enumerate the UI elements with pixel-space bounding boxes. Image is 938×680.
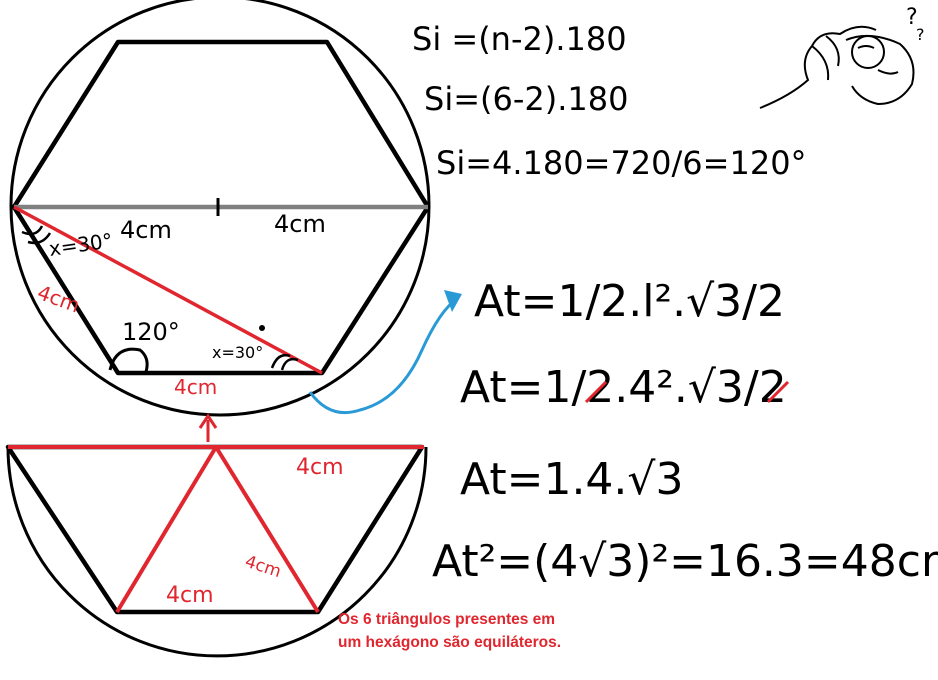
area-formula-2: At=1/2.4².√3/2 — [460, 362, 787, 413]
area-formula-3: At=1.4.√3 — [460, 454, 683, 505]
svg-text:?: ? — [916, 25, 925, 44]
hexagon-figure — [9, 0, 431, 417]
angle-arc-right-2 — [280, 357, 299, 371]
angle-arc-120 — [108, 347, 149, 373]
angle-arc-right — [270, 354, 291, 369]
area-formula-4: At²=(4√3)²=16.3=48cm² — [432, 536, 938, 587]
red-equilateral-triangle — [115, 445, 320, 614]
degree-dot — [259, 325, 265, 331]
half-hexagon — [5, 444, 425, 615]
red-diagonal — [13, 205, 323, 375]
confused-face-icon: ? ? — [759, 5, 925, 109]
note-line-1: Os 6 triângulos presentes em — [338, 611, 556, 628]
base-red-label: 4cm — [174, 375, 217, 399]
angle-120-label: 120° — [122, 318, 180, 346]
right-half-label: 4cm — [274, 210, 326, 238]
lower-top-red-label: 4cm — [296, 455, 344, 480]
left-half-label: 4cm — [120, 216, 172, 244]
svg-text:?: ? — [906, 5, 918, 30]
angle-right-label: x=30° — [212, 343, 263, 362]
blue-curved-arrow — [308, 290, 462, 415]
side-left-red-label: 4cm — [34, 280, 83, 317]
equilateral-note: Os 6 triângulos presentes em um hexágono… — [338, 608, 638, 654]
lower-side-red-label: 4cm — [242, 552, 283, 582]
area-formula-1: At=1/2.l².√3/2 — [474, 276, 785, 327]
lower-base-red-label: 4cm — [166, 583, 214, 608]
formula-line1: Si =(n-2).180 — [412, 20, 627, 58]
note-line-2: um hexágono são equiláteros. — [338, 634, 562, 651]
half-circle — [6, 446, 428, 658]
formula-line3: Si=4.180=720/6=120° — [436, 144, 807, 182]
half-hexagon-figure — [5, 444, 428, 658]
up-arrow — [198, 413, 218, 442]
angle-arc-left-2 — [27, 232, 52, 245]
cancel-marks — [584, 380, 790, 404]
formula-line2: Si=(6-2).180 — [424, 80, 629, 118]
angle-arc-left — [21, 225, 44, 236]
